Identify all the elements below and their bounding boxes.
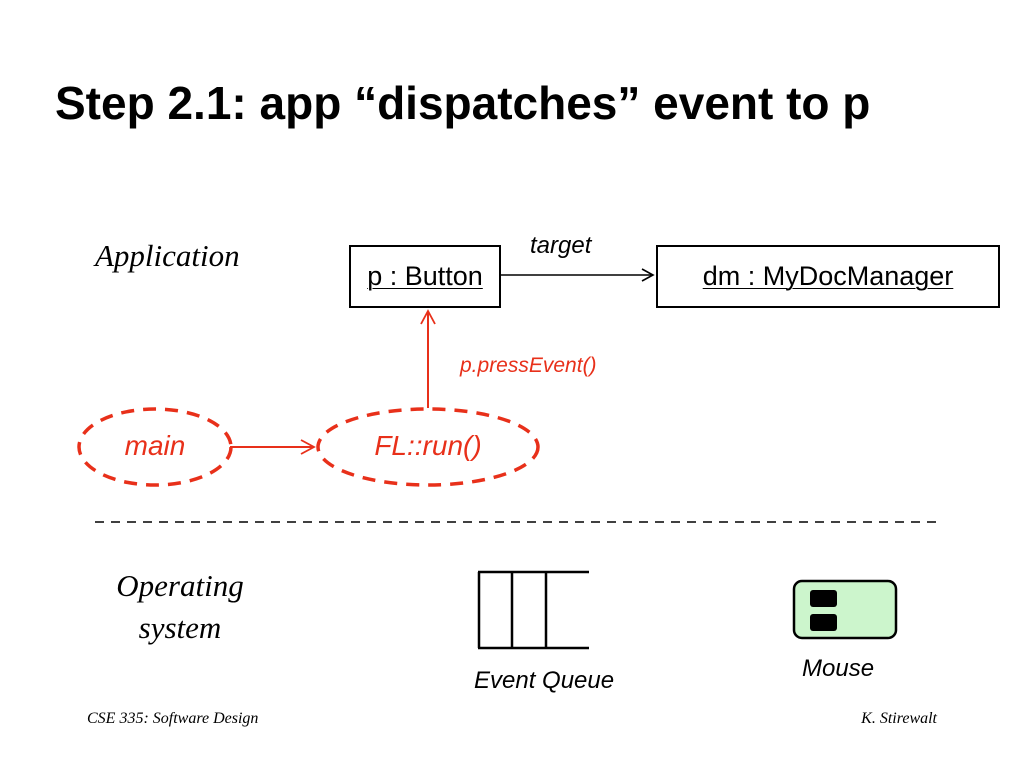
target-association-label: target (530, 232, 592, 259)
button-object-box: p : Button (349, 245, 501, 308)
button-object-label: p : Button (367, 261, 483, 291)
doc-manager-object-box: dm : MyDocManager (656, 245, 1000, 308)
mouse-icon (792, 579, 898, 640)
press-event-label: p.pressEvent() (460, 354, 597, 377)
footer-course: CSE 335: Software Design (87, 710, 259, 727)
main-process-ellipse (77, 407, 233, 487)
event-queue-icon (477, 570, 589, 650)
run-process-label: FL::run() (374, 430, 482, 461)
doc-manager-object-label: dm : MyDocManager (702, 261, 954, 291)
footer-author: K. Stirewalt (861, 710, 937, 727)
application-layer-label: Application (95, 238, 240, 273)
event-queue-caption: Event Queue (474, 667, 615, 694)
main-process-label: main (124, 430, 186, 461)
os-label-line-2: system (138, 610, 222, 645)
mouse-caption: Mouse (802, 655, 875, 682)
slide-title: Step 2.1: app “dispatches” event to p (55, 77, 871, 129)
os-label-line-1: Operating (116, 568, 244, 603)
operating-system-layer-label: Operating system (95, 565, 265, 649)
run-process-ellipse (316, 407, 540, 487)
